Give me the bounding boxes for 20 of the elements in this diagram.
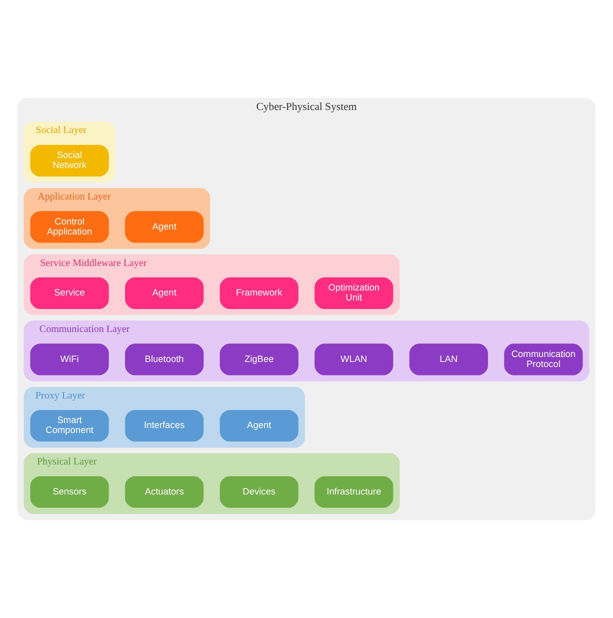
node-box: Control Application bbox=[30, 211, 109, 243]
node-box: Communication Protocol bbox=[504, 344, 583, 376]
node-box: WiFi bbox=[30, 344, 109, 376]
node-box: Agent bbox=[125, 211, 204, 243]
node-box: ZigBee bbox=[220, 344, 298, 376]
node-box: Devices bbox=[220, 476, 298, 508]
node-box: Actuators bbox=[125, 476, 204, 508]
node-box: WLAN bbox=[314, 344, 394, 376]
node-box: Bluetooth bbox=[125, 344, 204, 376]
node-box: Framework bbox=[220, 277, 298, 309]
node-box: Infrastructure bbox=[314, 476, 394, 508]
node-box: Interfaces bbox=[125, 410, 204, 442]
node-box: Agent bbox=[125, 277, 204, 309]
node-box: LAN bbox=[409, 344, 488, 376]
node-box: Smart Component bbox=[30, 410, 109, 442]
node-box: Agent bbox=[220, 410, 298, 442]
node-box: Service bbox=[30, 277, 109, 309]
node-box: Optimization Unit bbox=[314, 277, 394, 309]
node-box: Social Network bbox=[30, 144, 109, 176]
node-box: Sensors bbox=[30, 476, 109, 508]
